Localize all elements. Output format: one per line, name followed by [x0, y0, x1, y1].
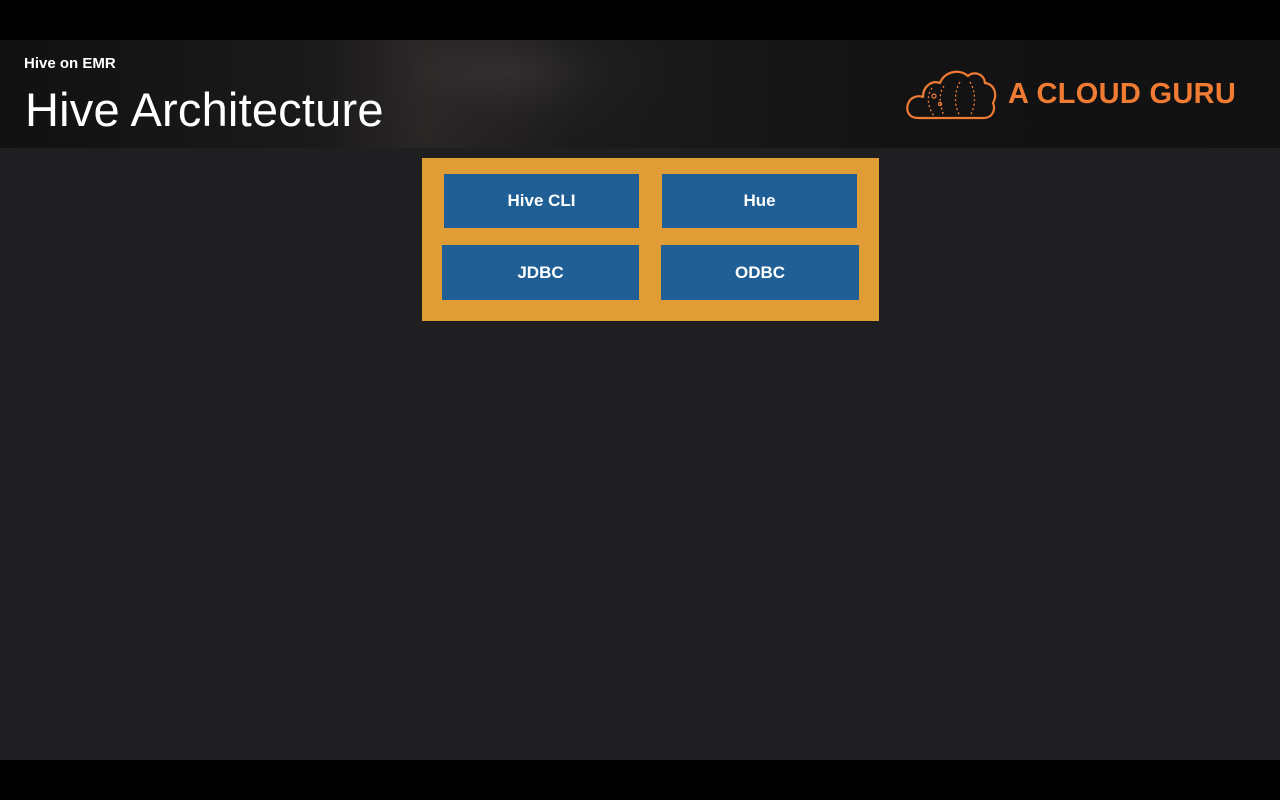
- presenter-video-overlay: [390, 40, 690, 148]
- letterbox-bottom: [0, 760, 1280, 800]
- hive-cli-box: Hive CLI: [444, 174, 639, 228]
- section-label: Hive on EMR: [24, 55, 116, 72]
- client-interfaces-diagram: Hive CLI Hue JDBC ODBC: [422, 158, 879, 321]
- slide: Hive on EMR Hive Architecture A CLOUD GU…: [0, 40, 1280, 760]
- letterbox-top: [0, 0, 1280, 40]
- brand-name: A CLOUD GURU: [1008, 78, 1237, 110]
- slide-header: Hive on EMR Hive Architecture A CLOUD GU…: [0, 40, 1280, 148]
- cloud-icon: [906, 70, 997, 120]
- odbc-box: ODBC: [661, 245, 859, 300]
- hue-box: Hue: [662, 174, 857, 228]
- jdbc-box: JDBC: [442, 245, 639, 300]
- brand-logo: A CLOUD GURU: [904, 66, 1244, 122]
- page-title: Hive Architecture: [25, 83, 384, 136]
